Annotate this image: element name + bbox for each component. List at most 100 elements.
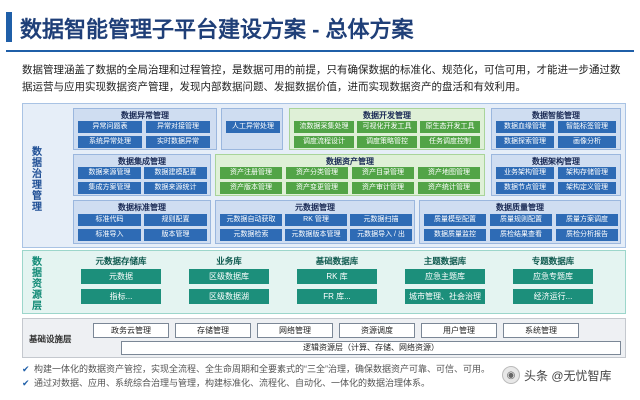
architecture-block: 数据架构管理 业务架构管理 架构存储管理 数据节点管理 架构定义管理 [491, 154, 621, 196]
metadata-item: 元数据检索 [220, 229, 282, 241]
architecture-item: 业务架构管理 [496, 167, 554, 179]
resource-column-title: 基础数据库 [315, 256, 359, 266]
development-title: 数据开发管理 [363, 111, 411, 120]
resource-column: 元数据存储库 元数据 指标... [73, 255, 169, 311]
exception-item: 异常问题表 [78, 121, 142, 133]
title-divider [6, 50, 634, 52]
quality-item: 质量模型配置 [424, 214, 486, 226]
standard-item: 规则配置 [144, 214, 207, 226]
exception-item: 人工异常处理 [226, 121, 280, 133]
infrastructure-label: 基础设施层 [29, 334, 72, 344]
title-accent [6, 12, 12, 42]
exception-block: 数据异常管理 异常问题表 异常对接管理 系统异常处理 实时数据异常 [73, 108, 217, 150]
quality-title: 数据质量管理 [496, 203, 544, 212]
asset-item: 资产审计管理 [352, 182, 414, 194]
asset-item: 资产注册管理 [220, 167, 282, 179]
resource-column-title: 业务库 [216, 256, 242, 266]
intelligence-item: 智能标签管理 [558, 121, 616, 133]
development-item: 可视化开发工具 [357, 121, 417, 133]
resource-item: 指标... [81, 289, 161, 304]
resource-column-title: 专题数据库 [531, 256, 575, 266]
resource-column-title: 元数据存储库 [95, 256, 147, 266]
intro-paragraph: 数据管理涵盖了数据的全局治理和过程管控，是数据可用的前提，只有确保数据的标准化、… [22, 64, 621, 93]
title-bar: 数据智能管理子平台建设方案 - 总体方案 [0, 0, 640, 56]
resource-item: 经济运行... [513, 289, 593, 304]
metadata-item: 元数据版本管理 [285, 229, 347, 241]
resource-item: 元数据 [81, 269, 161, 284]
intelligence-item: 数据血缘管理 [496, 121, 554, 133]
standard-item: 标准代码 [78, 214, 141, 226]
infrastructure-zone: 基础设施层 政务云管理 存储管理 网络管理 资源调度 用户管理 系统管理 逻辑资… [22, 318, 626, 358]
standard-item: 版本管理 [144, 229, 207, 241]
metadata-item: 元数据导入 / 出 [350, 229, 412, 241]
metadata-block: 元数据管理 元数据自动获取 RK 管理 元数据扫描 元数据检索 元数据版本管理 … [215, 200, 415, 244]
resource-column-title: 主题数据库 [423, 256, 467, 266]
exception-block-extra: 人工异常处理 [221, 108, 283, 150]
resource-column: 基础数据库 RK 库 FR 库... [289, 255, 385, 311]
intelligence-item: 画像分析 [558, 136, 616, 148]
check-icon: ✔ [22, 378, 30, 388]
quality-item: 质检分析报告 [556, 229, 618, 241]
infra-item: 系统管理 [503, 323, 579, 338]
resource-label: 数据资源层 [29, 255, 41, 311]
metadata-item: RK 管理 [285, 214, 347, 226]
resource-column: 专题数据库 应急专题库 经济运行... [505, 255, 601, 311]
asset-item: 资产目录管理 [352, 167, 414, 179]
exception-title: 数据异常管理 [121, 111, 169, 120]
quality-block: 数据质量管理 质量模型配置 质量规则配置 质量方案调度 数据质量监控 质检结果查… [419, 200, 621, 244]
governance-zone: 数据治理管理 数据异常管理 异常问题表 异常对接管理 系统异常处理 实时数据异常… [22, 103, 626, 248]
integration-item: 集成方案管理 [78, 182, 141, 194]
integration-block: 数据集成管理 数据来源管理 数据建模配置 集成方案管理 数据来源统计 [73, 154, 211, 196]
bullet-item: ✔ 构建一体化的数据资产管控，实现全流程、全生命周期和全要素式的“三全”治理，确… [22, 362, 582, 376]
standard-title: 数据标准管理 [118, 203, 166, 212]
resource-column: 业务库 区级数据库 区级数据湖 [181, 255, 277, 311]
development-item: 原生态开发工具 [420, 121, 480, 133]
resource-item: 区级数据湖 [189, 289, 269, 304]
asset-item: 资产变更管理 [286, 182, 348, 194]
metadata-item: 元数据自动获取 [220, 214, 282, 226]
infra-item: 资源调度 [339, 323, 415, 338]
quality-item: 质量方案调度 [556, 214, 618, 226]
quality-item: 质量规则配置 [490, 214, 552, 226]
governance-label: 数据治理管理 [29, 146, 41, 212]
asset-item: 资产分类管理 [286, 167, 348, 179]
development-item: 任务调度控制 [420, 136, 480, 148]
bullet-item: ✔ 通过对数据、应用、系统综合治理与管理，构建标准化、流程化、自动化、一体化的数… [22, 376, 582, 390]
bullet-text: 通过对数据、应用、系统综合治理与管理，构建标准化、流程化、自动化、一体化的数据治… [34, 378, 431, 388]
resource-zone: 数据资源层 元数据存储库 元数据 指标... 业务库 区级数据库 区级数据湖 基… [22, 250, 626, 314]
integration-item: 数据来源管理 [78, 167, 141, 179]
resource-column: 主题数据库 应急主题库 城市管理、社会治理 [397, 255, 493, 311]
intelligence-title: 数据智能管理 [532, 111, 580, 120]
resource-item: FR 库... [297, 289, 377, 304]
resource-item: RK 库 [297, 269, 377, 284]
exception-item: 异常对接管理 [146, 121, 210, 133]
avatar-icon: ◉ [502, 366, 520, 384]
architecture-title: 数据架构管理 [532, 157, 580, 166]
standard-block: 数据标准管理 标准代码 规则配置 标准导入 版本管理 [73, 200, 211, 244]
check-icon: ✔ [22, 364, 30, 374]
watermark-text: 头条 @无忧智库 [524, 368, 612, 383]
asset-title: 数据资产管理 [326, 157, 374, 166]
bullet-text: 构建一体化的数据资产管控，实现全流程、全生命周期和全要素式的“三全”治理，确保数… [34, 364, 490, 374]
architecture-item: 数据节点管理 [496, 182, 554, 194]
infra-item: 用户管理 [421, 323, 497, 338]
resource-item: 应急主题库 [405, 269, 485, 284]
asset-item: 资产版本管理 [220, 182, 282, 194]
logical-resource-layer: 逻辑资源层（计算、存储、网络资源） [121, 341, 621, 355]
asset-block: 数据资产管理 资产注册管理 资产分类管理 资产目录管理 资产地图管理 资产版本管… [215, 154, 485, 196]
resource-item: 应急专题库 [513, 269, 593, 284]
development-item: 调度策略管控 [357, 136, 417, 148]
integration-item: 数据来源统计 [144, 182, 207, 194]
quality-item: 数据质量监控 [424, 229, 486, 241]
exception-item: 实时数据异常 [146, 136, 210, 148]
asset-item: 资产地图管理 [418, 167, 480, 179]
resource-item: 城市管理、社会治理 [405, 289, 485, 304]
page-title: 数据智能管理子平台建设方案 - 总体方案 [20, 17, 414, 42]
development-block: 数据开发管理 流数据采集处理 可视化开发工具 原生态开发工具 调度流程设计 调度… [289, 108, 485, 150]
infra-item: 存储管理 [175, 323, 251, 338]
integration-title: 数据集成管理 [118, 157, 166, 166]
watermark: ◉ 头条 @无忧智库 [502, 366, 612, 384]
asset-item: 资产统计管理 [418, 182, 480, 194]
metadata-title: 元数据管理 [295, 203, 335, 212]
intelligence-item: 数据探索管理 [496, 136, 554, 148]
